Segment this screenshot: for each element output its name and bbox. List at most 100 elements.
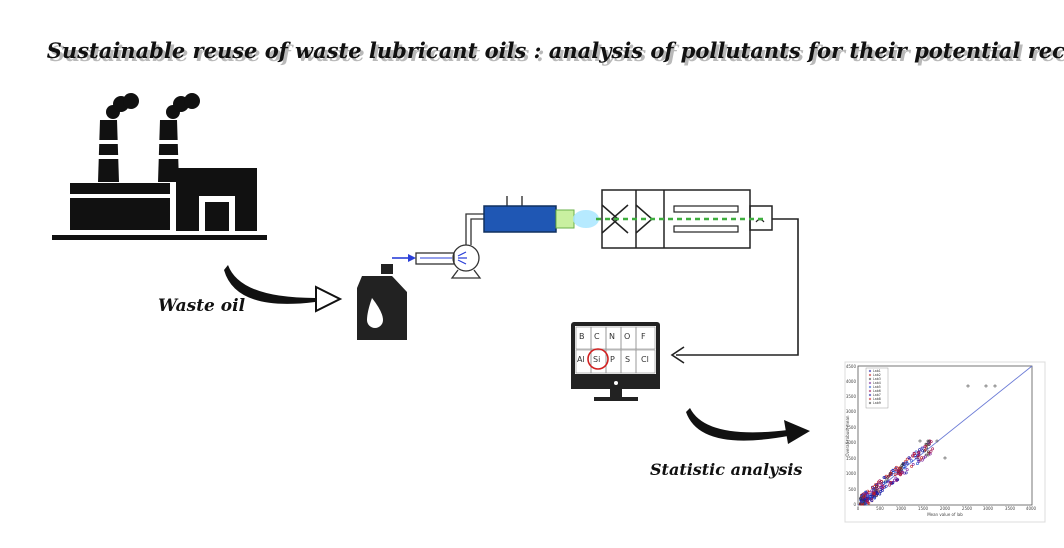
scatter-point [872, 492, 876, 496]
legend-marker [868, 389, 872, 393]
scatter-point [907, 456, 911, 460]
y-tick-5: 2500 [846, 425, 857, 430]
flow-arrow-to-computer [670, 218, 799, 364]
element-Si: Si [593, 355, 600, 364]
x-tick-2: 1000 [896, 506, 907, 511]
element-C: C [594, 332, 600, 341]
scatter-point [913, 452, 916, 456]
legend-marker [868, 385, 872, 389]
scatter-point [892, 470, 895, 474]
legend-entry: Lab2 [873, 373, 881, 377]
scatter-point [896, 468, 900, 472]
mass-spectrometer [596, 189, 773, 249]
scatter-point [905, 457, 909, 461]
scatter-point [882, 476, 886, 479]
scatter-point [867, 497, 871, 500]
scatter-point [884, 474, 888, 478]
legend-marker [868, 401, 872, 405]
scatter-point [870, 489, 874, 493]
scatter-point [911, 462, 915, 466]
scatter-point [864, 490, 868, 494]
scatter-point [889, 481, 893, 485]
x-tick-1: 500 [876, 506, 884, 511]
scatter-point [910, 464, 914, 468]
oil-can-icon [357, 264, 407, 340]
x-tick-6: 3000 [983, 506, 994, 511]
scatter-point [918, 439, 922, 443]
scatter-point [943, 456, 947, 460]
scatter-point [903, 460, 907, 464]
scatter-point [920, 456, 924, 460]
scatter-point [869, 493, 873, 497]
element-O: O [624, 332, 630, 341]
scatter-point [905, 468, 909, 472]
scatter-point [896, 478, 900, 482]
scatter-point [860, 500, 864, 504]
legend-marker [868, 393, 872, 397]
legend-marker [868, 397, 872, 401]
element-P: P [610, 355, 615, 364]
scatter-point [914, 450, 918, 454]
scatter-point [865, 499, 869, 503]
scatter-point [887, 480, 890, 484]
plasma-torch [483, 196, 599, 233]
curved-arrow-to-oil [224, 265, 343, 313]
scatter-point [931, 447, 935, 451]
scatter-point [878, 479, 882, 483]
y-tick-7: 3500 [846, 394, 857, 399]
title-shadow: Sustainable reuse of waste lubricant oil… [50, 41, 1064, 66]
scatter-point [935, 439, 939, 443]
x-tick-3: 1500 [918, 506, 929, 511]
scatter-point [884, 484, 888, 488]
y-tick-3: 1500 [846, 456, 857, 461]
factory-icon [52, 93, 267, 240]
legend-marker [868, 369, 872, 373]
scatter-point [924, 444, 928, 448]
scatter-point [875, 485, 879, 489]
periodic-table: B C N O F Al Si P S Cl [575, 326, 656, 374]
y-tick-1: 500 [848, 487, 856, 492]
scatter-point [879, 490, 883, 493]
scatter-point [873, 496, 876, 500]
element-Cl: Cl [641, 355, 649, 364]
x-tick-0: 0 [857, 506, 860, 511]
scatter-point [916, 455, 920, 459]
scatter-point [920, 446, 924, 450]
y-tick-2: 1000 [846, 471, 857, 476]
legend-entry: Lab3 [873, 377, 881, 381]
scatter-point [898, 470, 902, 474]
scatter-point [893, 473, 897, 477]
element-B: B [579, 332, 585, 341]
scatter-point [863, 494, 866, 498]
x-tick-8: 4000 [1026, 506, 1037, 511]
x-tick-7: 3500 [1005, 506, 1016, 511]
waste-oil-label: Waste oil [158, 296, 246, 316]
scatter-point [897, 466, 901, 470]
scatter-point [893, 478, 896, 482]
scatter-point [885, 477, 889, 481]
scatter-points [858, 384, 997, 506]
scatter-point [921, 449, 924, 453]
element-Al: Al [577, 355, 585, 364]
scatter-point [916, 462, 919, 466]
scatter-point [899, 466, 903, 470]
scatter-point [923, 448, 927, 452]
legend-marker [868, 381, 872, 385]
scatter-point [902, 465, 906, 469]
element-N: N [609, 332, 615, 341]
scatter-point [874, 483, 877, 487]
scatter-point [884, 480, 888, 484]
scatter-point [859, 502, 863, 506]
scatter-point [984, 384, 988, 388]
title: Sustainable reuse of waste lubricant oil… [47, 38, 1064, 63]
y-tick-9: 4500 [846, 364, 857, 369]
scatter-point [869, 497, 872, 500]
scatter-point [874, 486, 878, 490]
scatter-point [926, 453, 930, 457]
scatter-point [891, 469, 895, 473]
scatter-point [929, 449, 933, 453]
scatter-point [905, 460, 909, 464]
curved-arrow-to-statistics [686, 408, 810, 444]
